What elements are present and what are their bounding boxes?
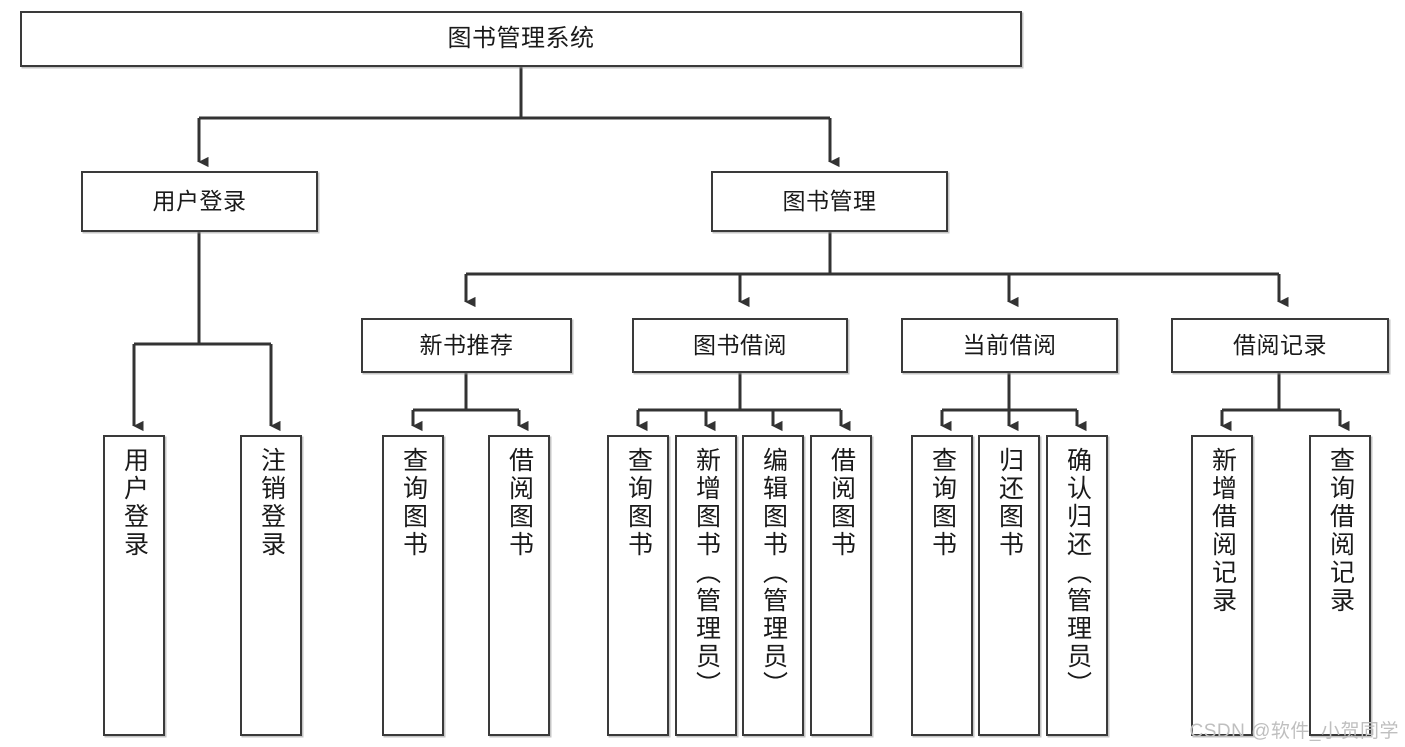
node-label: 查询图书 <box>399 447 428 559</box>
leaf-borrow-record-add-record[interactable]: 新增借阅记录 <box>1191 435 1253 736</box>
leaf-book-borrow-add-book-admin[interactable]: 新增图书（管理员） <box>675 435 737 736</box>
node-label: 新增图书（管理员） <box>692 447 721 699</box>
node-new-book-recommend[interactable]: 新书推荐 <box>361 318 572 373</box>
node-label: 用户登录 <box>120 447 149 559</box>
node-label: 用户登录 <box>152 187 247 214</box>
node-label: 借阅记录 <box>1233 331 1327 358</box>
node-current-borrow[interactable]: 当前借阅 <box>901 318 1118 373</box>
node-label: 图书管理系统 <box>447 24 595 52</box>
node-label: 确认归还（管理员） <box>1063 447 1092 699</box>
node-label: 借阅图书 <box>505 447 534 559</box>
leaf-current-borrow-confirm-return-admin[interactable]: 确认归还（管理员） <box>1046 435 1108 736</box>
node-label: 查询图书 <box>624 447 653 559</box>
leaf-new-book-borrow-book[interactable]: 借阅图书 <box>488 435 550 736</box>
node-label: 查询借阅记录 <box>1326 447 1355 615</box>
leaf-book-borrow-query-book[interactable]: 查询图书 <box>607 435 669 736</box>
node-user-login[interactable]: 用户登录 <box>81 171 318 232</box>
leaf-book-borrow-edit-book-admin[interactable]: 编辑图书（管理员） <box>742 435 804 736</box>
leaf-current-borrow-query-book[interactable]: 查询图书 <box>911 435 973 736</box>
node-label: 归还图书 <box>995 447 1024 559</box>
node-label: 编辑图书（管理员） <box>759 447 788 699</box>
node-book-borrow[interactable]: 图书借阅 <box>632 318 848 373</box>
leaf-book-borrow-borrow-book[interactable]: 借阅图书 <box>810 435 872 736</box>
leaf-borrow-record-query-record[interactable]: 查询借阅记录 <box>1309 435 1371 736</box>
leaf-user-login-logout[interactable]: 注销登录 <box>240 435 302 736</box>
node-label: 借阅图书 <box>827 447 856 559</box>
node-label: 当前借阅 <box>962 331 1057 358</box>
node-label: 图书借阅 <box>693 331 787 358</box>
node-label: 查询图书 <box>928 447 957 559</box>
node-book-management[interactable]: 图书管理 <box>711 171 948 232</box>
node-label: 图书管理 <box>782 187 877 214</box>
node-root-book-management-system[interactable]: 图书管理系统 <box>20 11 1022 67</box>
leaf-new-book-query-book[interactable]: 查询图书 <box>382 435 444 736</box>
node-label: 注销登录 <box>257 447 286 559</box>
leaf-user-login-login[interactable]: 用户登录 <box>103 435 165 736</box>
node-label: 新增借阅记录 <box>1208 447 1237 615</box>
leaf-current-borrow-return-book[interactable]: 归还图书 <box>978 435 1040 736</box>
node-borrow-record[interactable]: 借阅记录 <box>1171 318 1389 373</box>
node-label: 新书推荐 <box>419 331 514 358</box>
